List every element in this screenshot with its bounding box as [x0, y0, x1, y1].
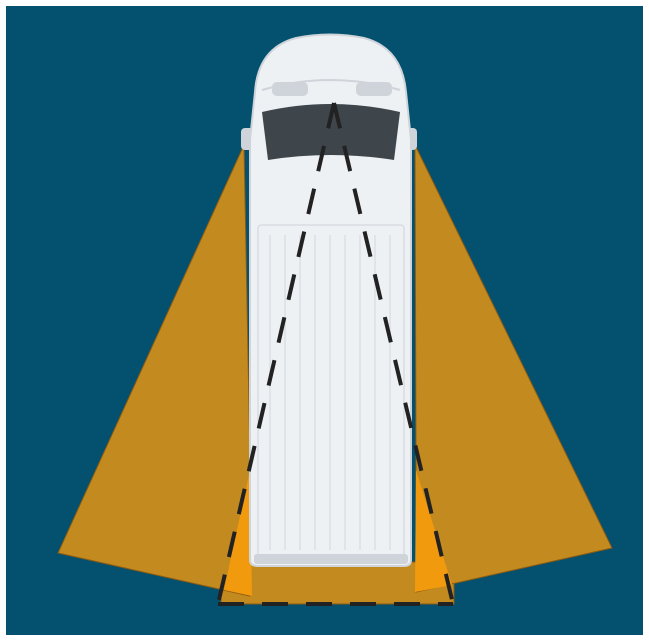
right-vent — [356, 82, 392, 96]
rear-bumper — [254, 554, 408, 564]
van-icon — [241, 35, 417, 567]
left-vent — [272, 82, 308, 96]
